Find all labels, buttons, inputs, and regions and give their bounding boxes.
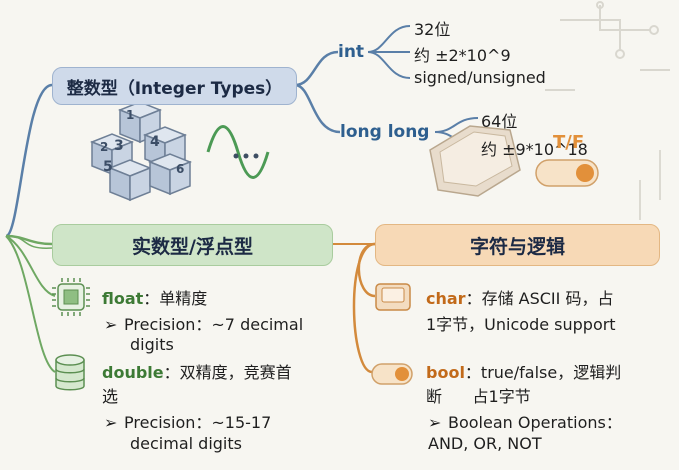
int-bits: 32位 <box>414 20 451 39</box>
char-keycap-icon <box>375 283 411 311</box>
double-desc: ：双精度，竞赛首 <box>163 363 292 382</box>
double-precision-text: Precision：~15-17 <box>124 413 272 432</box>
char-line: char：存储 ASCII 码，占 <box>426 285 613 309</box>
integer-types-header: 整数型（Integer Types） <box>52 67 297 105</box>
bullet-arrow-icon: ➢ <box>104 413 118 432</box>
int-keyword: int <box>338 42 365 62</box>
cube-digit: 5 <box>103 159 113 175</box>
toggle-switch-icon <box>535 159 599 187</box>
float-precision-cont: digits <box>130 335 174 354</box>
bool-operations-text: Boolean Operations： <box>448 413 622 432</box>
float-line: float：单精度 <box>102 285 207 309</box>
real-types-header: 实数型/浮点型 <box>52 224 333 266</box>
cube-digit: 1 <box>126 108 135 122</box>
char-desc-cont: 1字节，Unicode support <box>426 315 616 334</box>
bool-desc-cont: 断 占1字节 <box>426 387 531 406</box>
double-desc-cont: 选 <box>102 387 119 406</box>
int-range: 约 ±2*10^9 <box>414 46 511 65</box>
cube-digit: 6 <box>176 162 185 176</box>
branch-to-bool <box>352 242 376 374</box>
chip-icon <box>52 278 90 316</box>
circuit-decoration <box>545 1 670 91</box>
bool-keyword: bool <box>426 363 465 382</box>
cube-digit: 4 <box>150 134 160 150</box>
char-logic-header: 字符与逻辑 <box>375 224 660 266</box>
root-branch-int <box>4 83 53 238</box>
wave-icon <box>206 125 270 179</box>
float-precision-text: Precision：~7 decimal <box>124 315 304 334</box>
bool-operations: ➢ Boolean Operations： <box>428 409 622 433</box>
double-precision: ➢ Precision：~15-17 <box>104 409 271 433</box>
float-precision: ➢ Precision：~7 decimal <box>104 311 303 335</box>
int-signedness: signed/unsigned <box>414 68 546 87</box>
number-cubes-icon <box>89 101 193 202</box>
double-precision-cont: decimal digits <box>130 434 242 453</box>
float-desc: ：单精度 <box>143 289 208 308</box>
cube-digit: 2 <box>100 140 109 154</box>
float-keyword: float <box>102 289 144 308</box>
toggle-label: T/F <box>553 132 585 153</box>
keycap-icon <box>429 125 521 197</box>
double-keyword: double <box>102 363 164 382</box>
circuit-decoration-right <box>639 150 661 220</box>
branch-to-char <box>357 242 376 298</box>
branch-to-int <box>294 50 339 87</box>
longlong-range: 约 ±9*10^18 <box>481 140 588 159</box>
longlong-bits: 64位 <box>481 112 518 131</box>
double-line: double：双精度，竞赛首 <box>102 359 292 383</box>
longlong-keyword: long long <box>340 122 430 142</box>
bool-desc: ：true/false，逻辑判 <box>464 363 622 382</box>
cube-digit: 3 <box>114 138 124 154</box>
database-icon <box>55 354 85 391</box>
bullet-arrow-icon: ➢ <box>104 315 118 334</box>
bullet-arrow-icon: ➢ <box>428 413 442 432</box>
bool-line: bool：true/false，逻辑判 <box>426 359 621 383</box>
char-keyword: char <box>426 289 466 308</box>
bool-toggle-icon <box>371 363 413 385</box>
char-desc: ：存储 ASCII 码，占 <box>465 289 614 308</box>
branch-to-longlong <box>294 83 341 134</box>
bool-operations-cont: AND, OR, NOT <box>428 434 542 453</box>
